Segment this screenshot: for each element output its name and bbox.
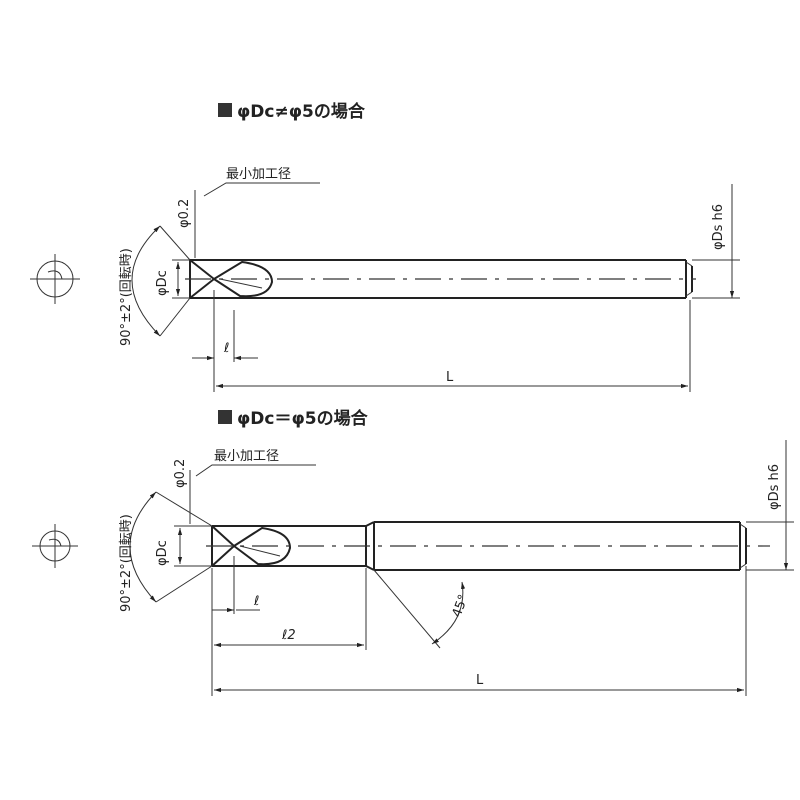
bottom-tool-outline — [211, 521, 747, 571]
bottom-angle-label: 90°±2°(回転時) — [119, 514, 134, 612]
top-min-diameter-label: 最小加工径 — [226, 167, 291, 182]
top-end-view-icon — [30, 254, 80, 304]
top-l-label: ℓ — [223, 341, 229, 356]
top-dc-label: φDc — [155, 270, 170, 296]
top-angle-label: 90°±2°(回転時) — [119, 248, 134, 346]
bottom-angle-arc — [129, 491, 157, 603]
top-angle-arc — [131, 225, 161, 337]
bottom-dc-label: φDc — [155, 540, 170, 566]
top-min-diameter-leader — [203, 182, 320, 197]
bottom-title: φDc＝φ5の場合 — [237, 408, 369, 429]
top-title-square-icon — [218, 103, 232, 117]
bottom-chamfer-arc — [431, 581, 466, 645]
top-title: φDc≠φ5の場合 — [237, 101, 366, 122]
bottom-l-label: ℓ — [253, 594, 259, 609]
bottom-L-label: L — [476, 673, 484, 688]
bottom-min-diameter-label: 最小加工径 — [214, 449, 279, 464]
top-ds-label: φDs h6 — [711, 204, 726, 250]
top-tool-outline — [189, 259, 693, 299]
bottom-l2-label: ℓ2 — [281, 628, 296, 643]
bottom-tip-label: φ0.2 — [173, 459, 188, 488]
bottom-view: φDc＝φ5の場合 — [32, 408, 794, 696]
bottom-end-view-icon — [32, 524, 78, 568]
bottom-chamfer-label: 45° — [450, 593, 472, 620]
bottom-chamfer-leader — [373, 569, 441, 649]
bottom-title-square-icon — [218, 410, 232, 424]
bottom-min-diameter-leader — [195, 464, 316, 477]
top-view: φDc≠φ5の場合 最小加工径 φ0.2 — [30, 101, 740, 392]
bottom-ds-label: φDs h6 — [767, 464, 782, 510]
top-tip-label: φ0.2 — [177, 199, 192, 228]
top-L-label: L — [446, 370, 454, 385]
